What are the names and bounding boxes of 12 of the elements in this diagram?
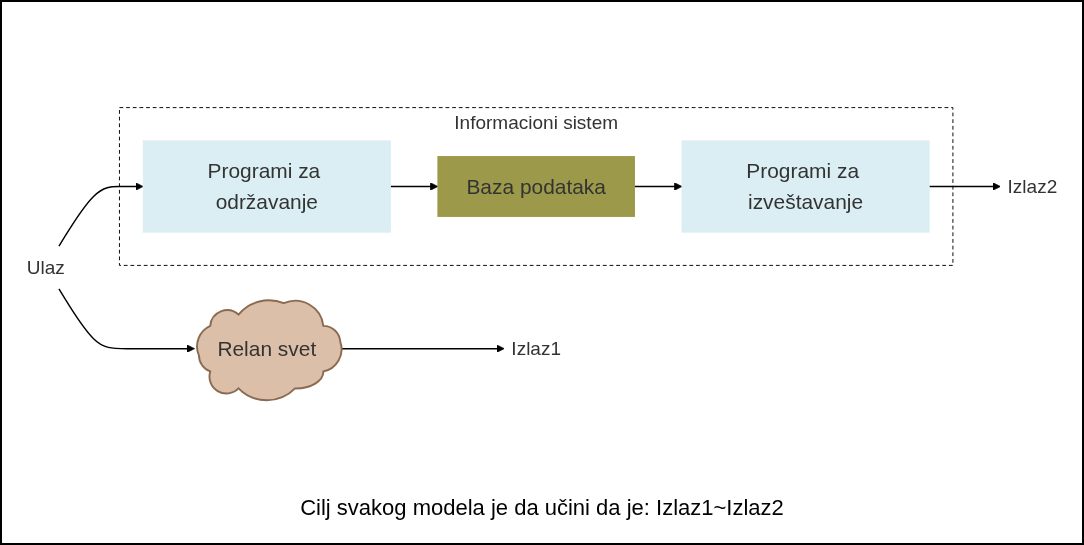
arrow [928,181,1001,191]
node-box: Programi za održavanje [142,139,391,233]
arrow [58,181,144,247]
arrow [633,181,683,191]
node-box: Programi za izveštavanje [681,139,930,233]
node-text: Ulaz [26,256,65,278]
node-box: Baza podataka [437,155,635,217]
note-text: Cilj svakog modela je da učini da je: Izlaz1~Izlaz2 [300,494,784,521]
arrow [389,181,439,191]
arrow [58,287,195,353]
node-text: Izlaz1 [511,337,562,359]
node-text: Izlaz2 [1007,175,1058,197]
